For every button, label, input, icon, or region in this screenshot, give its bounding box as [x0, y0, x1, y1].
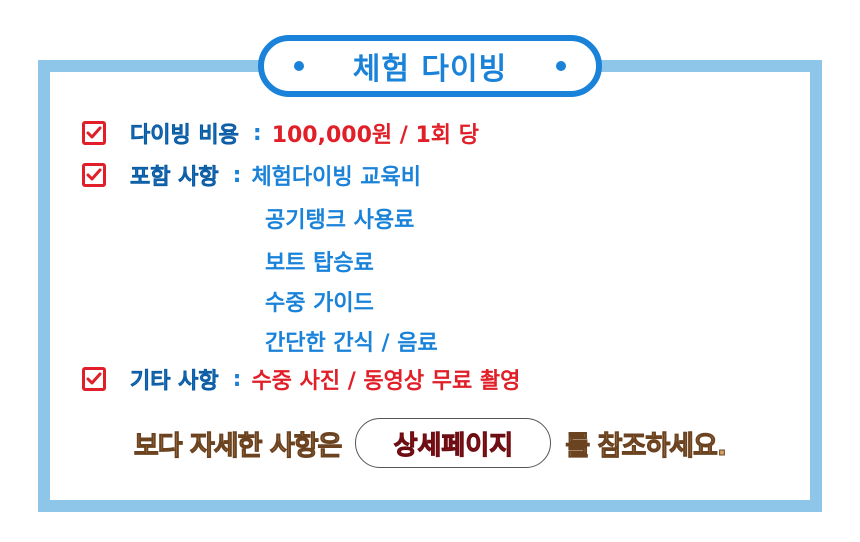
included-item: 간단한 간식 / 음료 — [265, 331, 438, 356]
checkbox-checked-icon — [82, 163, 106, 187]
checkbox-checked-icon — [82, 367, 106, 391]
info-row-cost: 다이빙 비용 : 100,000원 / 1회 당 — [82, 116, 479, 150]
info-value: 수중 사진 / 동영상 무료 촬영 — [251, 369, 521, 394]
page-title: 체험 다이빙 — [352, 52, 508, 87]
info-colon: : — [232, 162, 242, 188]
info-value: 체험다이빙 교육비 — [251, 165, 422, 190]
footer-note: 보다 자세한 사항은 상세페이지 를 참조하세요. — [0, 418, 860, 468]
info-row-etc: 기타 사항 : 수중 사진 / 동영상 무료 촬영 — [82, 362, 520, 396]
included-item: 보트 탑승료 — [265, 251, 374, 276]
title-badge: 체험 다이빙 — [258, 35, 602, 97]
info-label: 기타 사항 — [130, 369, 219, 395]
detail-page-button[interactable]: 상세페이지 — [355, 418, 552, 468]
footer-text-before: 보다 자세한 사항은 — [133, 430, 343, 462]
info-colon: : — [252, 120, 262, 146]
dot-icon — [556, 61, 566, 71]
info-label: 포함 사항 — [130, 165, 219, 191]
info-colon: : — [232, 366, 242, 392]
detail-page-label: 상세페이지 — [393, 430, 514, 461]
footer-text-after: 를 참조하세요. — [565, 430, 728, 462]
dot-icon — [294, 61, 304, 71]
checkbox-checked-icon — [82, 121, 106, 145]
info-row-included: 포함 사항 : 체험다이빙 교육비 — [82, 158, 421, 192]
included-item: 공기탱크 사용료 — [265, 208, 415, 233]
info-value: 100,000원 / 1회 당 — [271, 123, 479, 148]
included-item: 수중 가이드 — [265, 291, 374, 316]
info-label: 다이빙 비용 — [130, 123, 239, 149]
